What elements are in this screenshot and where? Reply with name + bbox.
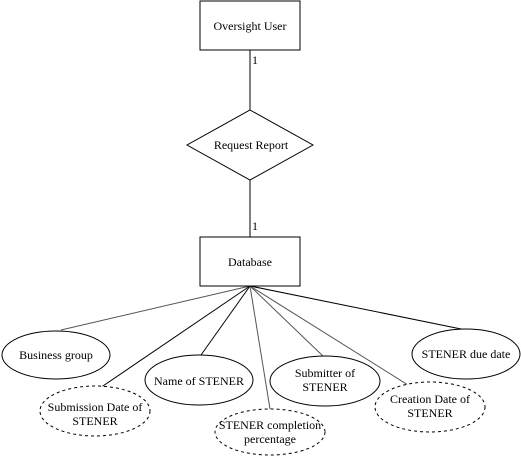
attribute-submitter: Submitter of STENER	[269, 355, 381, 407]
attribute-completion-percentage-line1: STENER completion	[219, 418, 321, 432]
attribute-completion-percentage: STENER completion percentage	[214, 408, 326, 456]
attribute-submitter-line2: STENER	[302, 380, 347, 394]
attribute-name-of-stener-label: Name of STENER	[154, 374, 244, 388]
attr-line-completion-percentage	[249, 285, 271, 410]
relationship-request-report-label: Request Report	[214, 138, 289, 152]
attribute-submission-date-line2: STENER	[72, 414, 117, 428]
attribute-submission-date-line1: Submission Date of	[48, 400, 143, 414]
cardinality-database-side: 1	[252, 219, 258, 233]
attribute-submission-date: Submission Date of STENER	[39, 385, 151, 437]
attribute-creation-date: Creation Date of STENER	[374, 381, 486, 433]
attribute-business-group: Business group	[1, 330, 111, 380]
attr-line-creation-date	[249, 285, 409, 386]
relationship-request-report: Request Report	[185, 109, 315, 181]
attr-line-due-date	[249, 285, 467, 331]
attribute-due-date: STENER due date	[411, 328, 521, 380]
attribute-due-date-label: STENER due date	[422, 347, 511, 361]
attribute-creation-date-line2: STENER	[407, 406, 452, 420]
entity-oversight-user: Oversight User	[199, 0, 301, 51]
attr-line-business-group	[60, 285, 251, 331]
attribute-creation-date-line1: Creation Date of	[390, 392, 470, 406]
attribute-submitter-line1: Submitter of	[295, 366, 355, 380]
attr-line-name-of-stener	[200, 285, 251, 356]
entity-database-label: Database	[228, 255, 272, 269]
attribute-name-of-stener: Name of STENER	[144, 354, 254, 406]
attr-line-submitter	[249, 285, 326, 359]
entity-database: Database	[199, 236, 301, 287]
attribute-completion-percentage-line2: percentage	[244, 432, 296, 446]
attr-line-submission-date	[99, 285, 251, 389]
connectors	[60, 50, 467, 410]
attribute-business-group-label: Business group	[19, 348, 93, 362]
entity-oversight-user-label: Oversight User	[214, 19, 287, 33]
cardinality-user-side: 1	[252, 53, 258, 67]
